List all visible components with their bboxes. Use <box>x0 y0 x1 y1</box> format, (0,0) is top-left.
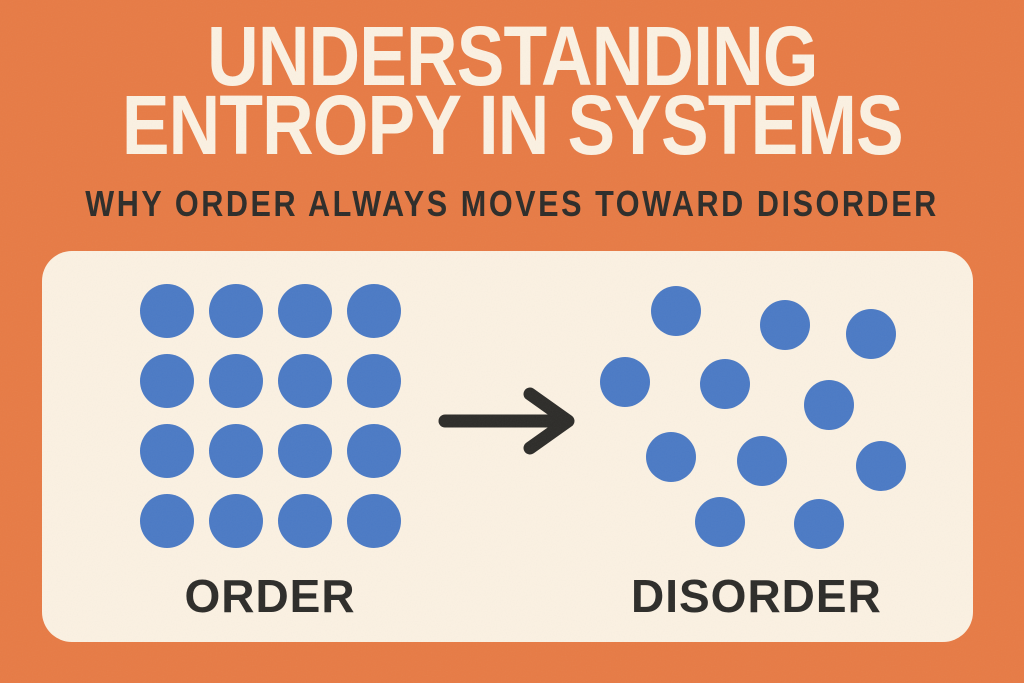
arrow-right-icon <box>437 386 577 456</box>
particle-dot <box>856 441 906 491</box>
particle-dot <box>794 499 844 549</box>
subtitle-text: WHY ORDER ALWAYS MOVES TOWARD DISORDER <box>85 183 939 224</box>
particle-dot <box>347 354 401 408</box>
particle-dot <box>278 494 332 548</box>
particle-dot <box>347 424 401 478</box>
particle-dot <box>278 424 332 478</box>
particle-dot <box>646 432 696 482</box>
particle-dot <box>278 284 332 338</box>
particle-dot <box>651 286 701 336</box>
particle-dot <box>278 354 332 408</box>
particle-dot <box>760 300 810 350</box>
particle-dot <box>804 380 854 430</box>
main-title-line2: ENTROPY IN SYSTEMS <box>121 78 904 172</box>
particle-dot <box>846 309 896 359</box>
particle-dot <box>737 436 787 486</box>
particle-dot <box>600 357 650 407</box>
particle-dot <box>347 284 401 338</box>
particle-dot <box>140 354 194 408</box>
main-title-text: UNDERSTANDING ENTROPY IN SYSTEMS <box>121 14 904 172</box>
subtitle: WHY ORDER ALWAYS MOVES TOWARD DISORDER <box>0 183 1024 225</box>
particle-dot <box>695 497 745 547</box>
particle-dot <box>347 494 401 548</box>
particle-dot <box>140 494 194 548</box>
particle-dot <box>209 354 263 408</box>
order-label: ORDER <box>184 570 356 622</box>
particle-dot <box>140 284 194 338</box>
diagram-panel: ORDER DISORDER <box>42 251 973 642</box>
disorder-label: DISORDER <box>631 570 882 622</box>
particle-dot <box>700 359 750 409</box>
particle-dot <box>209 494 263 548</box>
particle-dot <box>209 284 263 338</box>
main-title: UNDERSTANDING ENTROPY IN SYSTEMS <box>0 14 1024 172</box>
particle-dot <box>209 424 263 478</box>
particle-dot <box>140 424 194 478</box>
